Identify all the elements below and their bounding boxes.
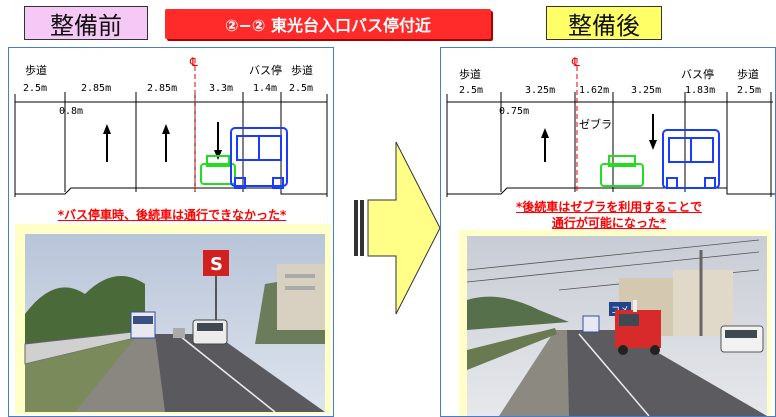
before-sidewalk-left-label: 歩道 [25, 63, 47, 77]
before-lane2-width: 2.85m [147, 83, 177, 94]
before-sidewalk-right-width: 2.5m [289, 83, 313, 94]
after-lane1-width: 3.25m [525, 85, 555, 96]
after-panel: 歩道 2.5m 0.75m 3.25m 1.62m 3.25m バス停 1.83… [440, 47, 776, 417]
before-busstop-width: 1.4m [253, 83, 277, 94]
after-sidewalk-left-label: 歩道 [459, 67, 481, 81]
after-lane-arrow-2 [649, 114, 657, 150]
before-bus-icon [230, 127, 288, 189]
before-photo-frame: S [15, 224, 331, 414]
before-warning: *バス停車時、後続車は通行できなかった* [57, 208, 287, 222]
before-sidewalk-left-width: 2.5m [23, 83, 47, 94]
after-car-icon [600, 155, 644, 187]
after-bus-icon [662, 129, 720, 189]
before-lane-arrow-3 [214, 122, 222, 160]
after-sidewalk-left-width: 2.5m [459, 85, 483, 96]
before-busstop-label: バス停 [249, 63, 282, 77]
after-lane2-width: 3.25m [631, 85, 661, 96]
after-busstop-width: 1.83m [685, 85, 715, 96]
after-lane-arrow-1 [541, 128, 549, 162]
before-car-icon [200, 155, 236, 185]
transition-arrow-icon [354, 141, 441, 315]
after-photo-frame: コメ [459, 230, 771, 416]
before-lane-arrow-2 [162, 124, 170, 162]
after-sidewalk-right-width: 2.5m [737, 85, 761, 96]
after-centerline-mark: ℄ [571, 55, 580, 69]
after-road-photo: コメ [466, 236, 767, 416]
before-road-photo: S [24, 234, 325, 413]
before-centerline-mark: ℄ [189, 55, 198, 69]
before-label: 整備前 [24, 6, 148, 40]
after-warning-line2: 通行が可能になった* [551, 216, 667, 230]
before-sidewalk-right-label: 歩道 [291, 63, 313, 77]
before-shoulder-width: 0.8m [59, 106, 83, 117]
before-lane-arrow-1 [103, 124, 111, 162]
after-warning-line1: *後続車はゼブラを利用することで [516, 200, 702, 214]
after-zebra-label: ゼブラ [579, 117, 612, 131]
location-title: ②−② 東光台入口バス停付近 [165, 9, 491, 39]
before-cross-section: 歩道 2.5m 0.8m 2.85m 2.85m 3.3m バス停 1.4m 歩… [14, 55, 328, 197]
before-photo-sign: S [210, 254, 223, 275]
before-lane1-width: 2.85m [81, 83, 111, 94]
after-median-width: 1.62m [579, 85, 609, 96]
after-shoulder-width: 0.75m [499, 106, 529, 117]
before-panel: 歩道 2.5m 0.8m 2.85m 2.85m 3.3m バス停 1.4m 歩… [8, 47, 334, 417]
after-sidewalk-right-label: 歩道 [737, 67, 759, 81]
after-label: 整備後 [546, 6, 662, 40]
after-busstop-label: バス停 [681, 67, 714, 81]
after-cross-section: 歩道 2.5m 0.75m 3.25m 1.62m 3.25m バス停 1.83… [446, 55, 775, 197]
before-lane3-width: 3.3m [209, 83, 233, 94]
